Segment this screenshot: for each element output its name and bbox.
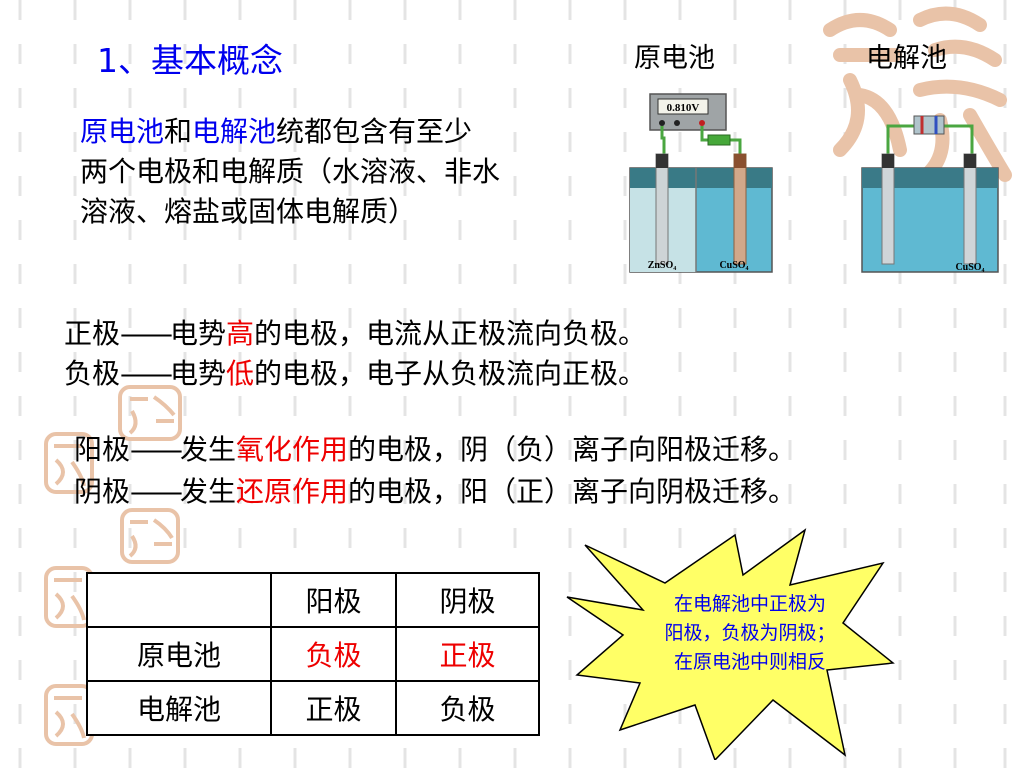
seal-watermark-small-2 <box>44 432 94 494</box>
callout-line: 在电解池中正极为 <box>673 593 826 615</box>
electrode-summary-table: 阳极 阴极 原电池 负极 正极 电解池 正极 负极 <box>86 572 540 736</box>
seal-watermark-small-3 <box>120 508 180 564</box>
table-row-label: 电解池 <box>86 680 272 736</box>
keyword-reduction: 还原作用 <box>236 475 349 508</box>
callout-line: 阳极，负极为阴极； <box>664 622 836 644</box>
galvanic-right-solution-label: CuSO₄ <box>719 260 748 271</box>
term-anode: 阳极 <box>74 433 131 466</box>
intro-term-electrolytic: 电解池 <box>192 115 277 148</box>
electrolytic-cell-diagram: CuSO₄ <box>861 115 999 273</box>
seal-watermark-large <box>823 6 1012 187</box>
galvanic-cell-diagram: 0.810V ZnSO₄ CuSO₄ <box>629 93 773 273</box>
table-cell: 负极 <box>270 626 397 682</box>
term-positive: 正极 <box>64 317 121 350</box>
definition-positive: 正极——电势高的电极，电流从正极流向负极。 <box>64 312 646 352</box>
definition-pre: 发生 <box>180 475 237 508</box>
table-header-row: 阳极 阴极 <box>86 572 540 628</box>
keyword-oxidation: 氧化作用 <box>236 433 349 466</box>
table-row: 电解池 正极 负极 <box>86 680 540 736</box>
intro-conjunction: 和 <box>164 115 193 148</box>
table-cell: 负极 <box>395 680 540 736</box>
table-cell: 正极 <box>395 626 540 682</box>
table-header-cell <box>86 572 272 628</box>
definition-pre: 发生 <box>180 433 237 466</box>
keyword-low: 低 <box>226 357 255 390</box>
definition-cathode: 阴极——发生还原作用的电极，阳（正）离子向阴极迁移。 <box>74 470 796 510</box>
table-row: 原电池 负极 正极 <box>86 626 540 682</box>
term-negative: 负极 <box>64 357 121 390</box>
definition-negative: 负极——电势低的电极，电子从负极流向正极。 <box>64 352 646 392</box>
table-header-cell: 阴极 <box>395 572 540 628</box>
dash: —— <box>130 475 183 508</box>
table-header-cell: 阳极 <box>270 572 397 628</box>
electrolytic-cell-label: 电解池 <box>866 43 947 74</box>
seal-watermark-small-1 <box>118 385 182 441</box>
slide-title: 1、基本概念 <box>97 41 283 80</box>
definition-pre: 电势 <box>170 357 227 390</box>
definition-anode: 阳极——发生氧化作用的电极，阴（负）离子向阳极迁移。 <box>74 428 796 468</box>
galvanic-cell-label: 原电池 <box>634 43 715 74</box>
definition-post: 的电极，电子从负极流向正极。 <box>254 357 647 390</box>
dash: —— <box>120 317 173 350</box>
callout-starburst <box>566 528 895 760</box>
dash: —— <box>120 357 173 390</box>
galvanic-left-solution-label: ZnSO₄ <box>648 260 677 271</box>
term-cathode: 阴极 <box>74 475 131 508</box>
dash: —— <box>130 433 183 466</box>
table-row-label: 原电池 <box>86 626 272 682</box>
intro-term-galvanic: 原电池 <box>80 115 165 148</box>
meter-reading: 0.810V <box>667 102 700 114</box>
definition-post: 的电极，电流从正极流向负极。 <box>254 317 647 350</box>
intro-rest: 统都包含有至少两个电极和电解质（水溶液、非水溶液、熔盐或固体电解质） <box>80 115 501 228</box>
definition-post: 的电极，阴（负）离子向阳极迁移。 <box>348 433 797 466</box>
callout-line: 在原电池中则相反 <box>673 651 826 673</box>
electrolytic-solution-label: CuSO₄ <box>955 262 984 273</box>
table-cell: 正极 <box>270 680 397 736</box>
intro-paragraph: 原电池和电解池统都包含有至少两个电极和电解质（水溶液、非水溶液、熔盐或固体电解质… <box>80 112 500 232</box>
callout-text: 在电解池中正极为 阳极，负极为阴极； 在原电池中则相反 <box>625 590 875 677</box>
definition-post: 的电极，阳（正）离子向阴极迁移。 <box>348 475 797 508</box>
keyword-high: 高 <box>226 317 255 350</box>
definition-pre: 电势 <box>170 317 227 350</box>
